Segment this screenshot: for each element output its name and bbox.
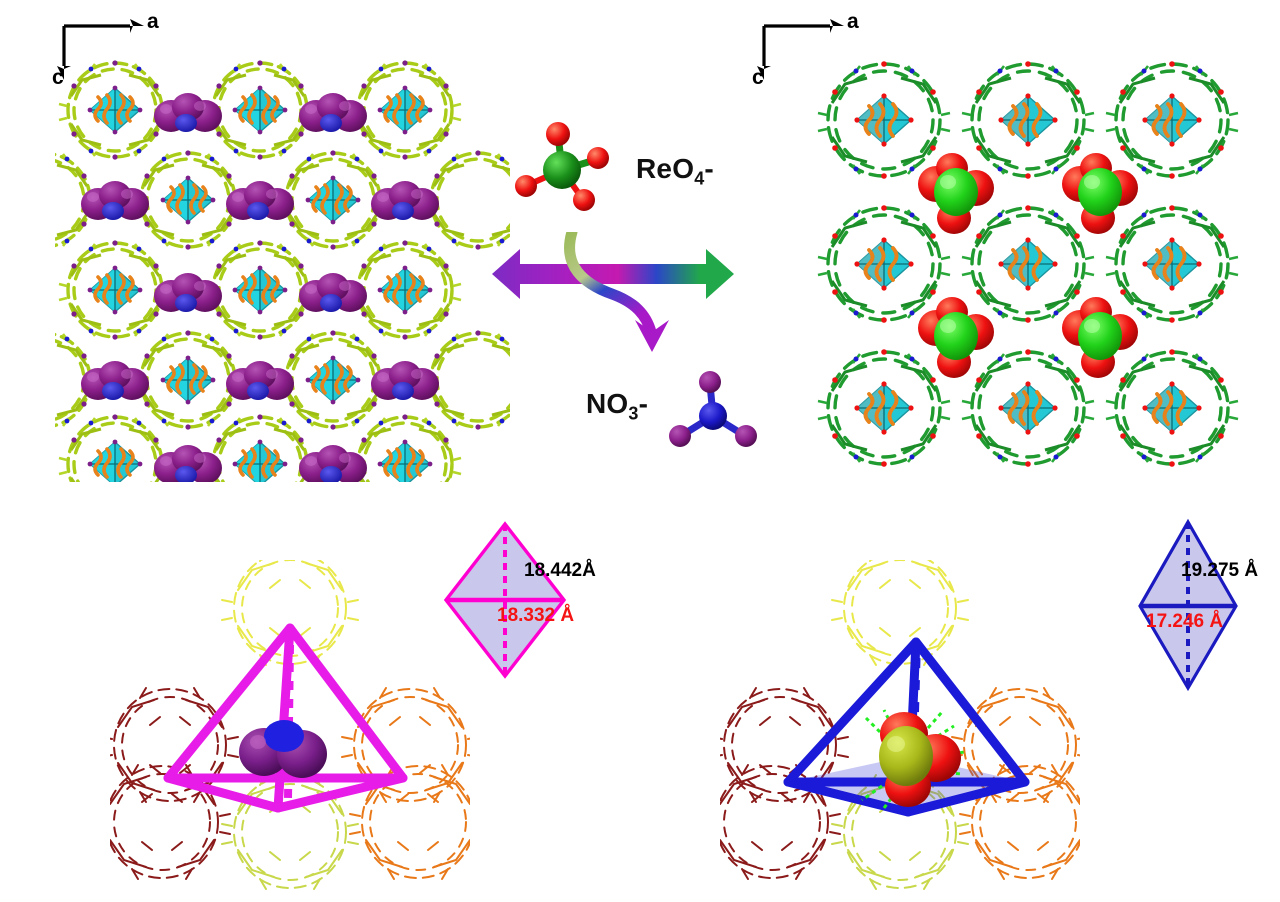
- right-cavity-diamond: [1128, 518, 1248, 698]
- left-horizontal-dimension: 18.332 Å: [497, 605, 575, 626]
- axis-indicator-right: a c: [752, 8, 862, 89]
- right-vertical-dimension: 19.275 Å: [1181, 560, 1259, 581]
- left-vertical-dimension: 18.442Å: [524, 560, 596, 581]
- lattice-perrhenate-form: [812, 52, 1244, 482]
- nitrate-guest: [239, 720, 327, 778]
- lattice-nitrate-form: [55, 52, 510, 482]
- cage-perrhenate: [703, 550, 1097, 895]
- axis-label-c: c: [752, 66, 764, 89]
- curved-arrow-shaft: [564, 226, 657, 338]
- lattice-nodes-group: [852, 91, 1204, 437]
- axis-label-c: c: [52, 66, 64, 89]
- reo4-molecule-diagram: [500, 112, 630, 232]
- axis-indicator-left: a c: [52, 8, 162, 89]
- exchange-arrows: [488, 226, 738, 362]
- no3-label: NO3-: [586, 388, 649, 424]
- axis-label-a: a: [847, 10, 859, 33]
- axis-label-a: a: [147, 10, 159, 33]
- no3-molecule-diagram: [658, 364, 768, 469]
- left-cavity-diamond: [440, 518, 570, 688]
- reo4-label: ReO4-: [636, 153, 714, 189]
- right-horizontal-dimension: 17.246 Å: [1146, 611, 1224, 632]
- curved-arrow-head: [635, 320, 669, 352]
- cage-nitrate: [93, 550, 487, 895]
- perrhenate-guest: [879, 712, 961, 807]
- double-headed-arrow: [492, 249, 734, 299]
